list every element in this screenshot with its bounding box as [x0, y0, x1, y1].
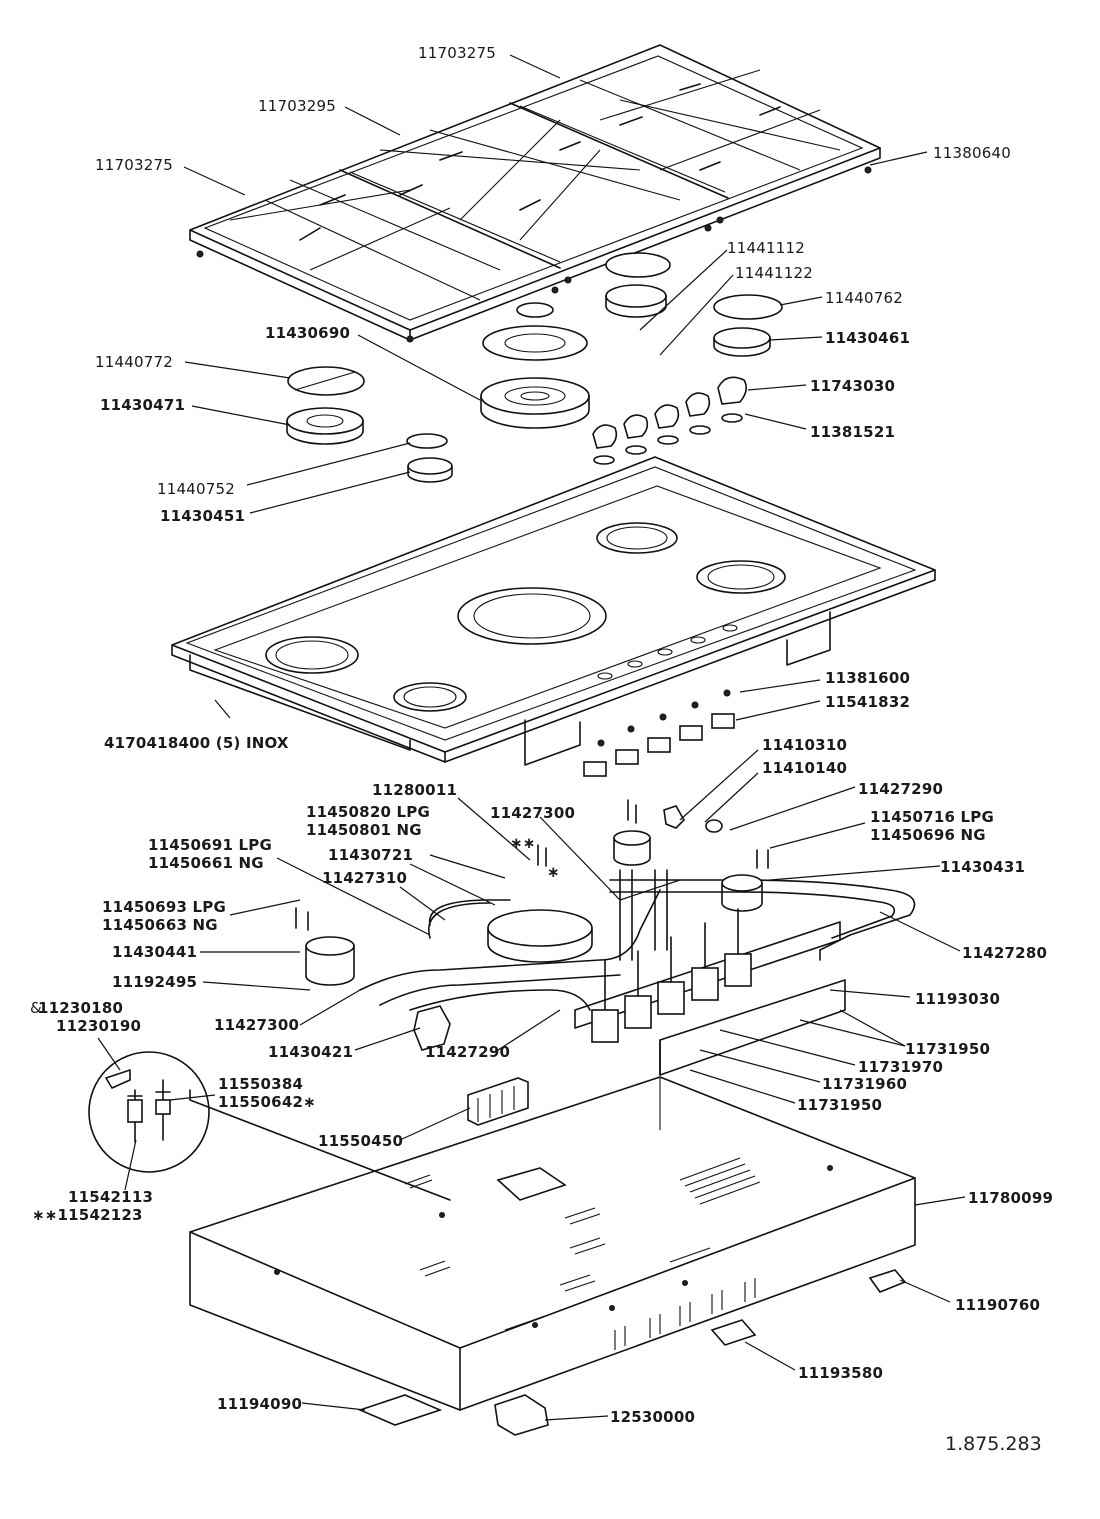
- label-cap-big-ring-1: 11441112: [727, 239, 805, 257]
- label-electrode-2: ∗∗11542123: [32, 1206, 143, 1224]
- ignition-switches: [583, 689, 735, 777]
- label-grid-foot: 11380640: [933, 144, 1011, 162]
- label-burner-aux: 11430451: [160, 507, 245, 525]
- label-injector-ng-r: 11450696 NG: [870, 826, 986, 844]
- label-injector-lpg-l2: 11450693 LPG: [102, 898, 226, 916]
- label-clip-b1: 11230180: [38, 999, 123, 1017]
- label-injector-lpg-wok: 11450820 LPG: [306, 803, 430, 821]
- pan-support-grids: [189, 44, 881, 343]
- label-manifold: 11193030: [915, 990, 1000, 1008]
- hob-top-panel: [171, 456, 936, 766]
- label-thermocouple-2: 11550642∗: [218, 1093, 316, 1111]
- label-ignition-gen: 11550450: [318, 1132, 403, 1150]
- label-injector-ng-wok: 11450801 NG: [306, 821, 422, 839]
- part-labels: 11703275 11703295 11703275 11380640 1144…: [32, 44, 1053, 1426]
- label-cap-aux: 11440752: [157, 480, 235, 498]
- label-injector-lpg-r: 11450716 LPG: [870, 808, 994, 826]
- label-cap-big-ring-2: 11441122: [735, 264, 813, 282]
- label-valve-2: 11731970: [858, 1058, 943, 1076]
- label-burner-wok: 11430690: [265, 324, 350, 342]
- label-ignition-switch: 11541832: [825, 693, 910, 711]
- label-burner-body-l: 11430441: [112, 943, 197, 961]
- label-cap-right-small: 11440762: [825, 289, 903, 307]
- label-tube-d: 11427280: [962, 944, 1047, 962]
- document-number: 1.875.283: [945, 1433, 1042, 1455]
- valves-and-manifold: [574, 908, 846, 1076]
- label-knob: 11743030: [810, 377, 895, 395]
- label-tube-f: 11427290: [425, 1043, 510, 1061]
- double-star-mark: ∗∗: [510, 834, 536, 852]
- label-valve-3: 11731960: [822, 1075, 907, 1093]
- label-valve-4: 11731950: [797, 1096, 882, 1114]
- ampersand-mark: &: [30, 999, 42, 1017]
- label-thermocouple-1: 11550384: [218, 1075, 303, 1093]
- label-burner-wok-base: 11430721: [328, 846, 413, 864]
- label-clip-b2: 11230190: [56, 1017, 141, 1035]
- label-burner-body-c: 11430421: [268, 1043, 353, 1061]
- label-cap-left-big: 11440772: [95, 353, 173, 371]
- label-electrode-1: 11542113: [68, 1188, 153, 1206]
- knobs: [592, 376, 748, 465]
- marks: ∗∗ ∗ &: [30, 834, 560, 1017]
- label-injector-ng-l1: 11450661 NG: [148, 854, 264, 872]
- gas-tubes-and-burner-bodies: [295, 799, 916, 1051]
- label-tube-e: 11427300: [214, 1016, 299, 1034]
- label-hob-top: 4170418400 (5) INOX: [104, 734, 289, 752]
- label-tube-a: 11427290: [858, 780, 943, 798]
- label-bracket-r: 11190760: [955, 1296, 1040, 1314]
- burners-and-caps: [286, 252, 783, 483]
- label-valve-1: 11731950: [905, 1040, 990, 1058]
- label-grid-left: 11703275: [95, 156, 173, 174]
- label-injector-lpg-l1: 11450691 LPG: [148, 836, 272, 854]
- label-screw: 11280011: [372, 781, 457, 799]
- leader-lines: [97, 54, 966, 1421]
- label-injector-ng-l2: 11450663 NG: [102, 916, 218, 934]
- label-elbow-1: 11410310: [762, 736, 847, 754]
- thermocouple-detail-circle: [88, 1051, 210, 1173]
- label-clip: 11192495: [112, 973, 197, 991]
- label-grid-middle: 11703295: [258, 97, 336, 115]
- label-tube-b: 11427300: [490, 804, 575, 822]
- label-knob-ring: 11381521: [810, 423, 895, 441]
- bottom-casing: [189, 1076, 916, 1411]
- label-plate: 11193580: [798, 1364, 883, 1382]
- label-knob-seal: 11381600: [825, 669, 910, 687]
- label-grid-right: 11703275: [418, 44, 496, 62]
- label-casing: 11780099: [968, 1189, 1053, 1207]
- small-parts: [357, 1269, 907, 1436]
- label-bracket-l: 11194090: [217, 1395, 302, 1413]
- label-tube-c: 11427310: [322, 869, 407, 887]
- label-burner-body-r: 11430431: [940, 858, 1025, 876]
- label-burner-left-big: 11430471: [100, 396, 185, 414]
- label-burner-right-small: 11430461: [825, 329, 910, 347]
- label-elbow-2: 11410140: [762, 759, 847, 777]
- ignition-generator: [467, 1077, 529, 1126]
- single-star-mark: ∗: [547, 863, 560, 881]
- label-terminal: 12530000: [610, 1408, 695, 1426]
